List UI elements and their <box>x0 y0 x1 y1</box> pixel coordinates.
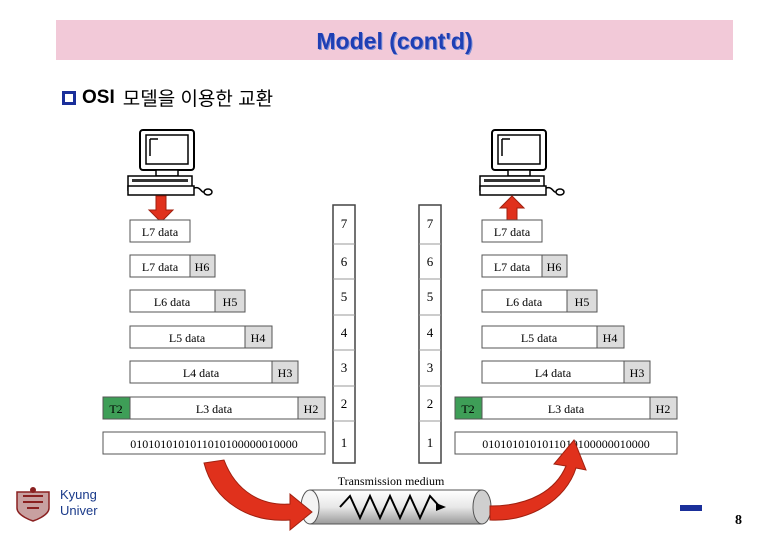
layer-number: 2 <box>427 396 434 411</box>
blue-dash-marker <box>680 505 702 511</box>
packet-body: L3 data <box>196 402 233 416</box>
bullet-line: OSI 모델을 이용한 교환 <box>62 84 273 111</box>
packet-trailer: T2 <box>109 402 122 416</box>
computer-icon <box>127 129 213 196</box>
title-bar: Model (cont'd) <box>56 20 733 60</box>
packet-header: H6 <box>195 260 210 274</box>
packet-header: H4 <box>251 331 266 345</box>
packet-row: L7 data <box>481 219 543 243</box>
left-packet-stack: L7 data L7 data H6 L6 data H5 L5 data H4… <box>102 219 326 455</box>
bullet-box-icon <box>62 90 76 105</box>
left-layer-column: 7 6 5 4 3 2 1 <box>332 204 356 464</box>
packet-row: L6 data H5 <box>129 289 246 313</box>
medium-label: Transmission medium <box>338 474 445 488</box>
page-title: Model (cont'd) <box>316 28 473 54</box>
packet-body: L5 data <box>521 331 558 345</box>
layer-number: 6 <box>427 254 434 269</box>
transmission-medium-cylinder <box>300 489 492 525</box>
packet-row: 0101010101011010100000010000 <box>102 431 326 455</box>
bit-stream: 0101010101011010100000010000 <box>482 437 650 451</box>
packet-body: L4 data <box>535 366 572 380</box>
red-arrow-icon <box>498 195 526 223</box>
layer-number: 7 <box>341 216 348 231</box>
packet-row: L7 data H6 <box>481 254 568 278</box>
red-arrow-icon <box>147 195 175 223</box>
packet-row: T2 L3 data H2 <box>454 396 678 420</box>
packet-header: H4 <box>603 331 618 345</box>
packet-body: L4 data <box>183 366 220 380</box>
layer-number: 2 <box>341 396 348 411</box>
university-logo-icon <box>16 487 50 522</box>
packet-body: L5 data <box>169 331 206 345</box>
page-number: 8 <box>735 513 742 528</box>
layer-number: 4 <box>341 325 348 340</box>
packet-header: H6 <box>547 260 562 274</box>
packet-row: L5 data H4 <box>129 325 273 349</box>
computer-icon <box>479 129 565 196</box>
packet-body: L7 data <box>142 225 179 239</box>
packet-row: L4 data H3 <box>129 360 299 384</box>
packet-row: L5 data H4 <box>481 325 625 349</box>
packet-row: T2 L3 data H2 <box>102 396 326 420</box>
layer-number: 4 <box>427 325 434 340</box>
right-layer-column: 7 6 5 4 3 2 1 <box>418 204 442 464</box>
packet-body: L7 data <box>494 225 531 239</box>
signal-wave-icon <box>339 493 441 521</box>
university-name-line2: Univer <box>60 503 98 518</box>
university-name: Kyung Univer <box>60 487 108 519</box>
packet-row: 0101010101011010100000010000 <box>454 431 678 455</box>
packet-header: H3 <box>278 366 293 380</box>
layer-number: 1 <box>341 435 348 450</box>
packet-body: L7 data <box>142 260 179 274</box>
packet-row: L4 data H3 <box>481 360 651 384</box>
packet-body: L7 data <box>494 260 531 274</box>
layer-number: 3 <box>341 360 348 375</box>
packet-header: H2 <box>304 402 319 416</box>
packet-header: H2 <box>656 402 671 416</box>
packet-body: L3 data <box>548 402 585 416</box>
layer-number: 1 <box>427 435 434 450</box>
red-arrow-icon <box>489 439 587 521</box>
layer-number: 3 <box>427 360 434 375</box>
packet-row: L7 data H6 <box>129 254 216 278</box>
packet-body: L6 data <box>506 295 543 309</box>
packet-row: L6 data H5 <box>481 289 598 313</box>
packet-row: L7 data <box>129 219 191 243</box>
packet-trailer: T2 <box>461 402 474 416</box>
bit-stream: 0101010101011010100000010000 <box>130 437 298 451</box>
packet-body: L6 data <box>154 295 191 309</box>
layer-number: 6 <box>341 254 348 269</box>
bullet-label: OSI <box>82 86 115 108</box>
layer-number: 7 <box>427 216 434 231</box>
red-arrow-icon <box>203 459 313 532</box>
layer-number: 5 <box>341 289 348 304</box>
layer-number: 5 <box>427 289 434 304</box>
packet-header: H3 <box>630 366 645 380</box>
packet-header: H5 <box>575 295 590 309</box>
bullet-text: 모델을 이용한 교환 <box>122 89 274 110</box>
right-packet-stack: L7 data L7 data H6 L6 data H5 L5 data H4… <box>454 219 678 455</box>
packet-header: H5 <box>223 295 238 309</box>
university-name-line1: Kyung <box>60 487 97 502</box>
